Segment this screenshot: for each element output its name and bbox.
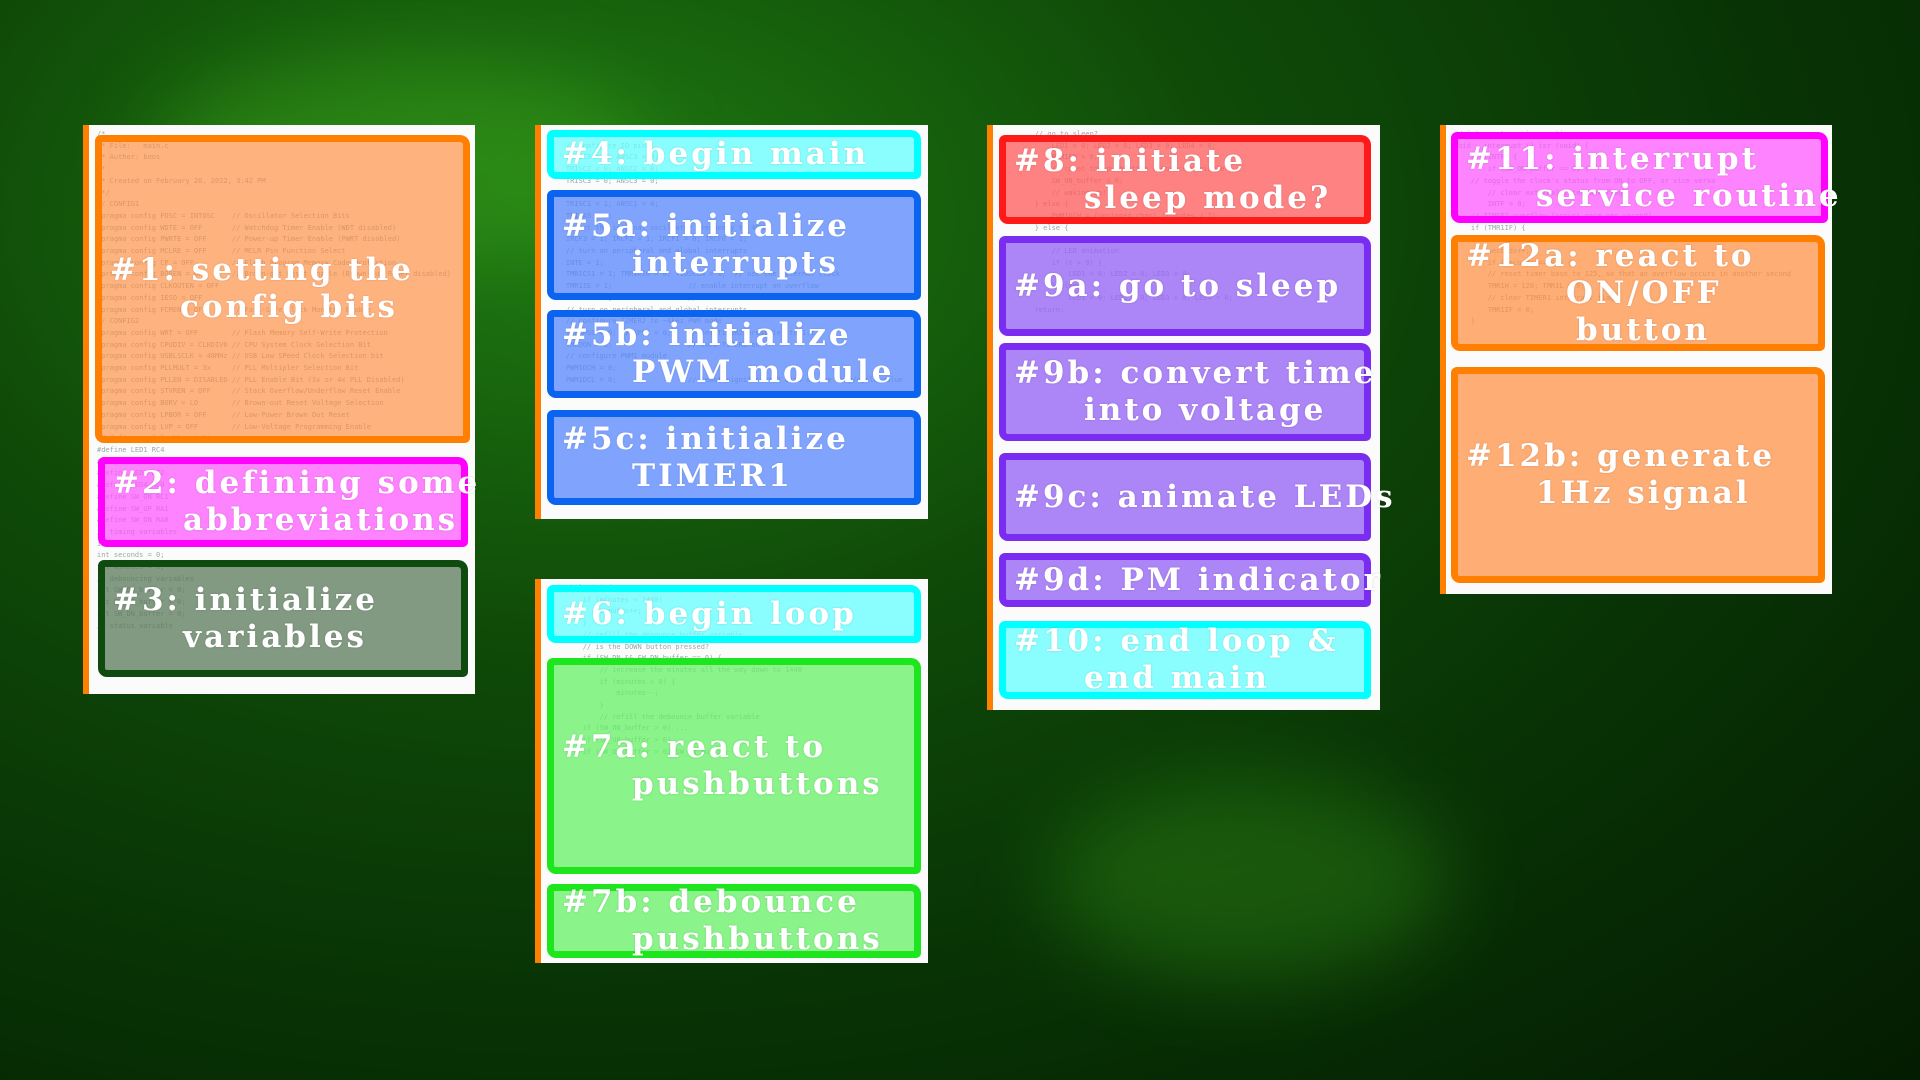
annotation-label-line: end main	[1084, 660, 1270, 696]
annotation-label-line: abbreviations	[183, 502, 459, 538]
annotation-label-line: config bits	[180, 289, 398, 325]
annotation-label-line: service routine	[1536, 177, 1842, 214]
annotation-label-line: 1Hz signal	[1536, 475, 1751, 511]
annotation-label-line: #7a: react to	[562, 729, 826, 765]
code-line: // go to sleep?	[1001, 129, 1233, 141]
background-glow	[1050, 780, 1450, 980]
annotation-label-line: #7b: debounce	[562, 884, 860, 920]
annotation-label-line: #12b: generate	[1466, 438, 1776, 474]
annotation-6: #6: begin loop	[547, 585, 921, 643]
code-text: // go to sleep?	[1001, 130, 1098, 138]
annotation-label-line: ON/OFF	[1566, 274, 1722, 311]
annotation-label-line: #5c: initialize	[562, 420, 849, 457]
code-line: } else {	[1001, 223, 1233, 235]
annotation-label-line: #5a: initialize	[562, 208, 851, 244]
code-line: if (TMR1IF) {	[1454, 223, 1791, 235]
code-text: // is the DOWN button pressed?	[549, 642, 710, 651]
code-text: int seconds = 0;	[97, 551, 165, 560]
annotation-label-line: #8: initiate	[1014, 142, 1247, 179]
annotation-label-line: PWM module	[632, 354, 895, 390]
annotation-9c: #9c: animate LEDs	[999, 453, 1396, 541]
annotation-label-line: #3: initialize	[113, 581, 378, 618]
annotation-label-line: pushbuttons	[632, 921, 883, 957]
annotation-label-line: #9b: convert time	[1014, 355, 1377, 391]
annotation-label-line: #2: defining some	[113, 465, 481, 501]
annotation-label-line: #4: begin main	[562, 136, 870, 172]
annotation-label-line: variables	[183, 618, 367, 655]
annotation-label-line: pushbuttons	[632, 766, 883, 802]
code-text: TRISC3 = 0; ANSC3 = 0;	[549, 176, 659, 185]
annotation-label-line: #9d: PM indicator	[1014, 561, 1383, 598]
code-text: // turn on peripheral and global interru…	[549, 306, 747, 314]
annotation-10: #10: end loop &end main	[999, 621, 1371, 699]
code-text: } else {	[1001, 223, 1069, 232]
code-line: // turn on peripheral and global interru…	[549, 305, 903, 317]
annotation-label-line: #11: interrupt	[1466, 140, 1759, 177]
code-line: #define LED1 RC4	[97, 445, 451, 457]
annotation-label-line: #5b: initialize	[562, 317, 852, 353]
annotation-label-line: #10: end loop &	[1014, 623, 1339, 659]
annotation-label-line: #12a: react to	[1466, 237, 1755, 274]
code-line: // is the DOWN button pressed?	[549, 642, 802, 654]
code-line: int seconds = 0;	[97, 550, 451, 562]
annotation-9d: #9d: PM indicator	[999, 553, 1383, 607]
annotation-9a: #9a: go to sleep	[999, 236, 1371, 336]
code-text: #define LED1 RC4	[97, 445, 165, 454]
annotation-label-line: interrupts	[632, 245, 840, 281]
annotation-label-line: #9c: animate LEDs	[1014, 478, 1396, 515]
code-line: /*	[97, 129, 451, 141]
annotation-label-line: into voltage	[1084, 392, 1327, 428]
annotation-4: #4: begin main	[547, 130, 921, 179]
code-text: if (TMR1IF) {	[1454, 223, 1526, 232]
annotation-label-line: #1: setting the	[110, 252, 414, 288]
annotation-label-line: TIMER1	[632, 457, 793, 494]
annotation-label-line: button	[1576, 311, 1711, 348]
annotation-label-line: sleep mode?	[1084, 179, 1332, 216]
code-text: /*	[97, 130, 106, 138]
annotation-label-line: #9a: go to sleep	[1014, 267, 1342, 304]
code-line: TRISC3 = 0; ANSC3 = 0;	[549, 176, 903, 188]
annotation-label-line: #6: begin loop	[562, 595, 857, 632]
